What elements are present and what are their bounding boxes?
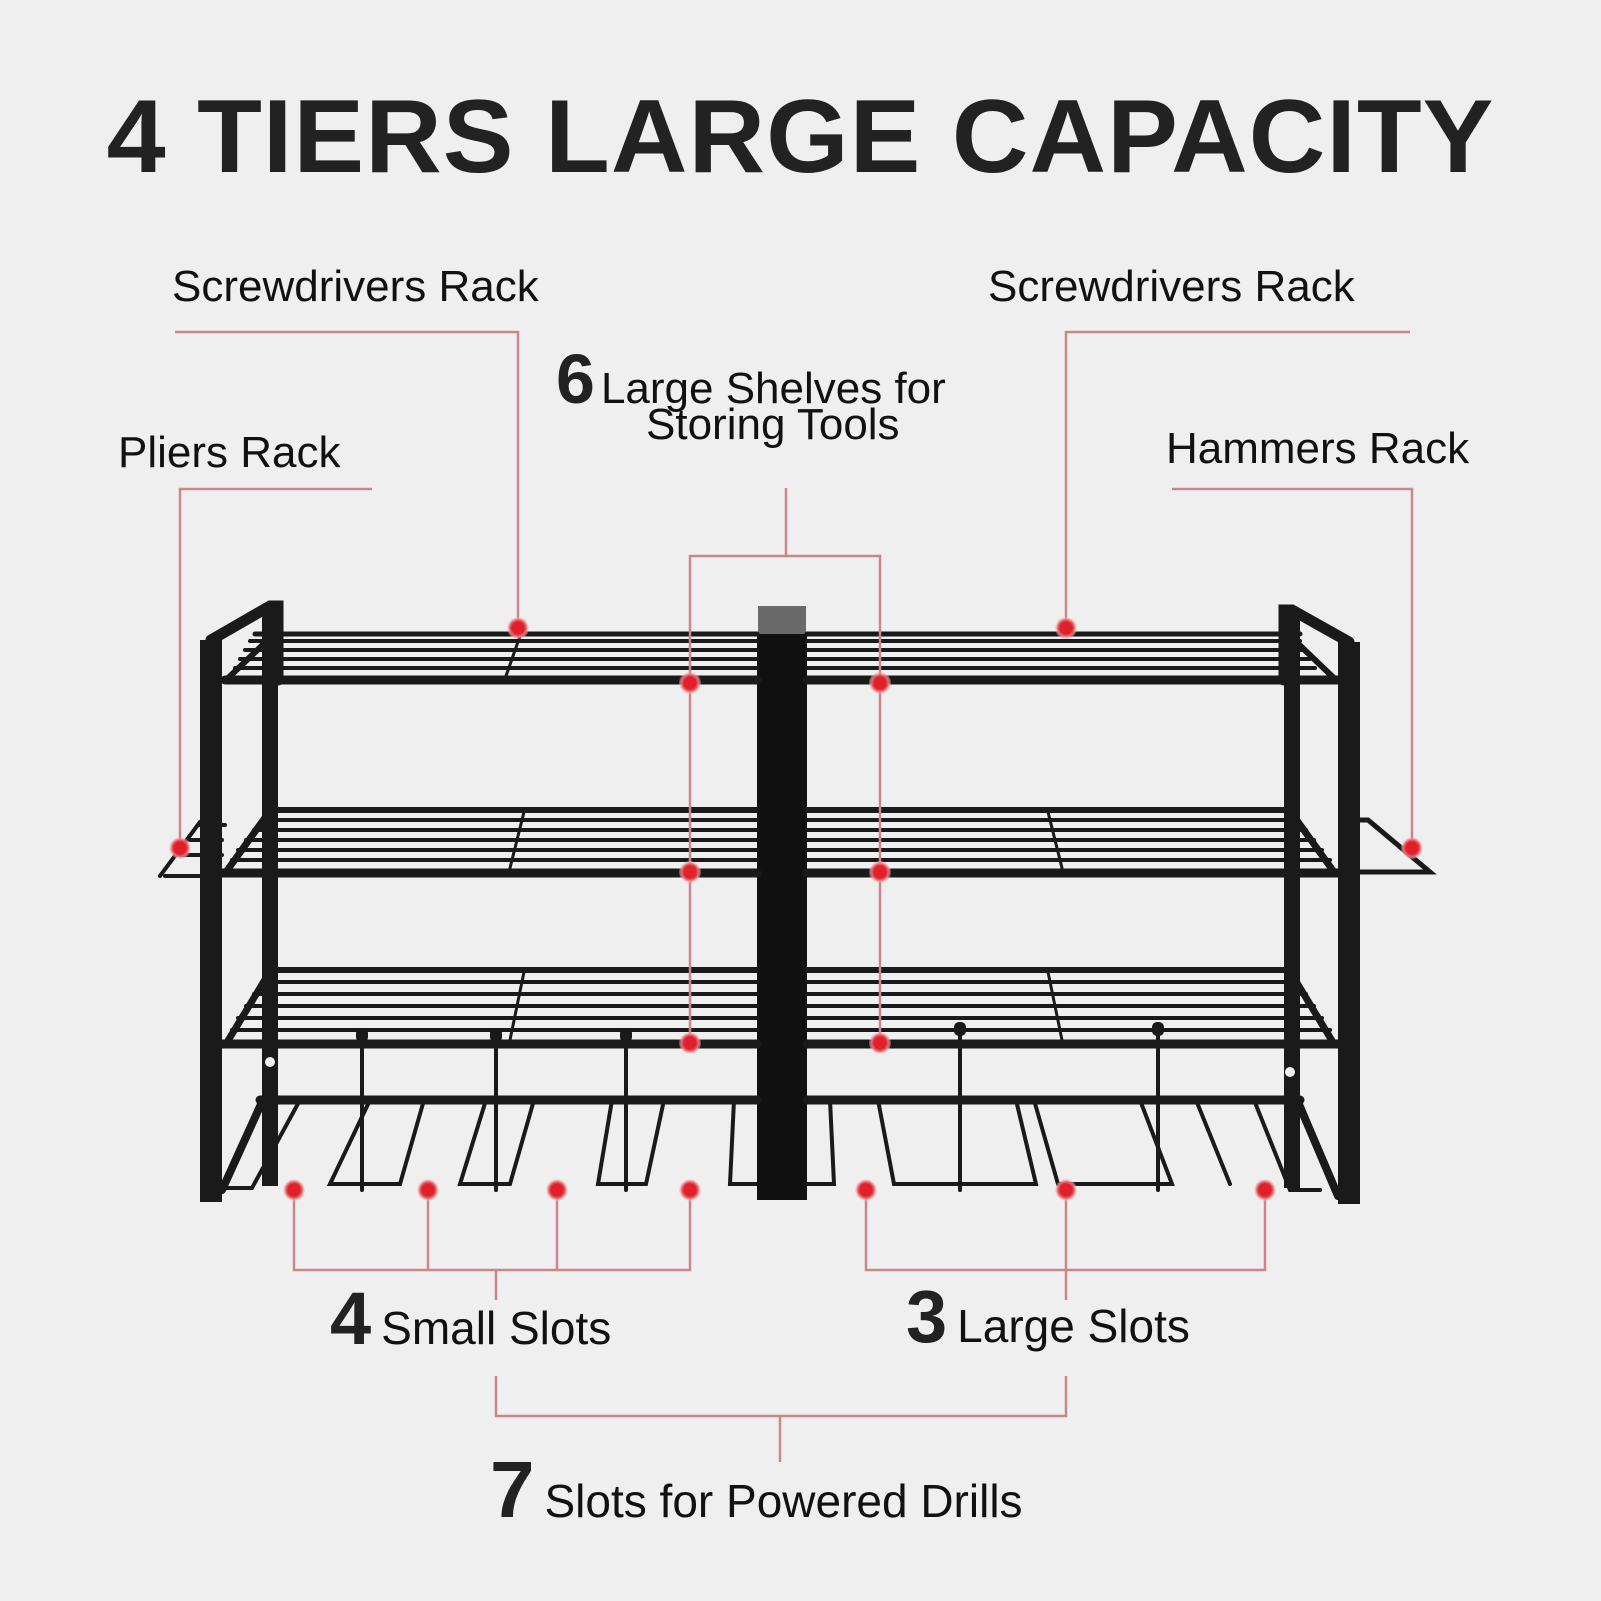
dot-screwdrivers-left <box>507 617 529 639</box>
callout-lines <box>175 330 1414 1462</box>
dot-pliers <box>169 837 191 859</box>
small-slots-text: Small Slots <box>381 1302 612 1354</box>
rack-frame <box>158 600 1437 1204</box>
drill-slots-text: Slots for Powered Drills <box>544 1475 1023 1527</box>
small-slots-count: 4 <box>330 1277 372 1360</box>
large-slots-callout: 3 Large Slots <box>906 1280 1190 1354</box>
dot-hammers <box>1401 837 1423 859</box>
dot-screwdrivers-right <box>1055 617 1077 639</box>
large-slots-count: 3 <box>906 1275 948 1358</box>
drill-slots-callout: 7 Slots for Powered Drills <box>490 1450 1023 1530</box>
shelves-text-line1: Large Shelves for <box>600 364 946 413</box>
shelves-count: 6 <box>556 340 595 418</box>
screwdrivers-rack-left-label: Screwdrivers Rack <box>172 262 539 311</box>
hammers-rack-label: Hammers Rack <box>1166 424 1470 473</box>
shelves-callout: 6 Large Shelves for Storing Tools <box>556 344 1026 450</box>
callout-dots <box>169 617 1423 1201</box>
screwdrivers-rack-right-label: Screwdrivers Rack <box>988 262 1355 311</box>
pliers-rack-label: Pliers Rack <box>118 428 341 477</box>
large-slots-text: Large Slots <box>957 1300 1190 1352</box>
shelves-text-line2: Storing Tools <box>646 400 900 449</box>
page-title: 4 TIERS LARGE CAPACITY <box>106 79 1495 195</box>
drill-slots-count: 7 <box>490 1445 535 1534</box>
small-slots-callout: 4 Small Slots <box>330 1282 611 1356</box>
